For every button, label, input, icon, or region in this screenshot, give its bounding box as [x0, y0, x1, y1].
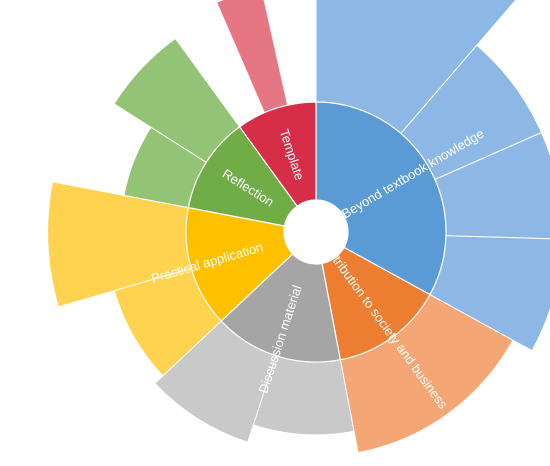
outer-segment-template-1[interactable]	[216, 0, 289, 114]
center-hole	[284, 200, 348, 264]
